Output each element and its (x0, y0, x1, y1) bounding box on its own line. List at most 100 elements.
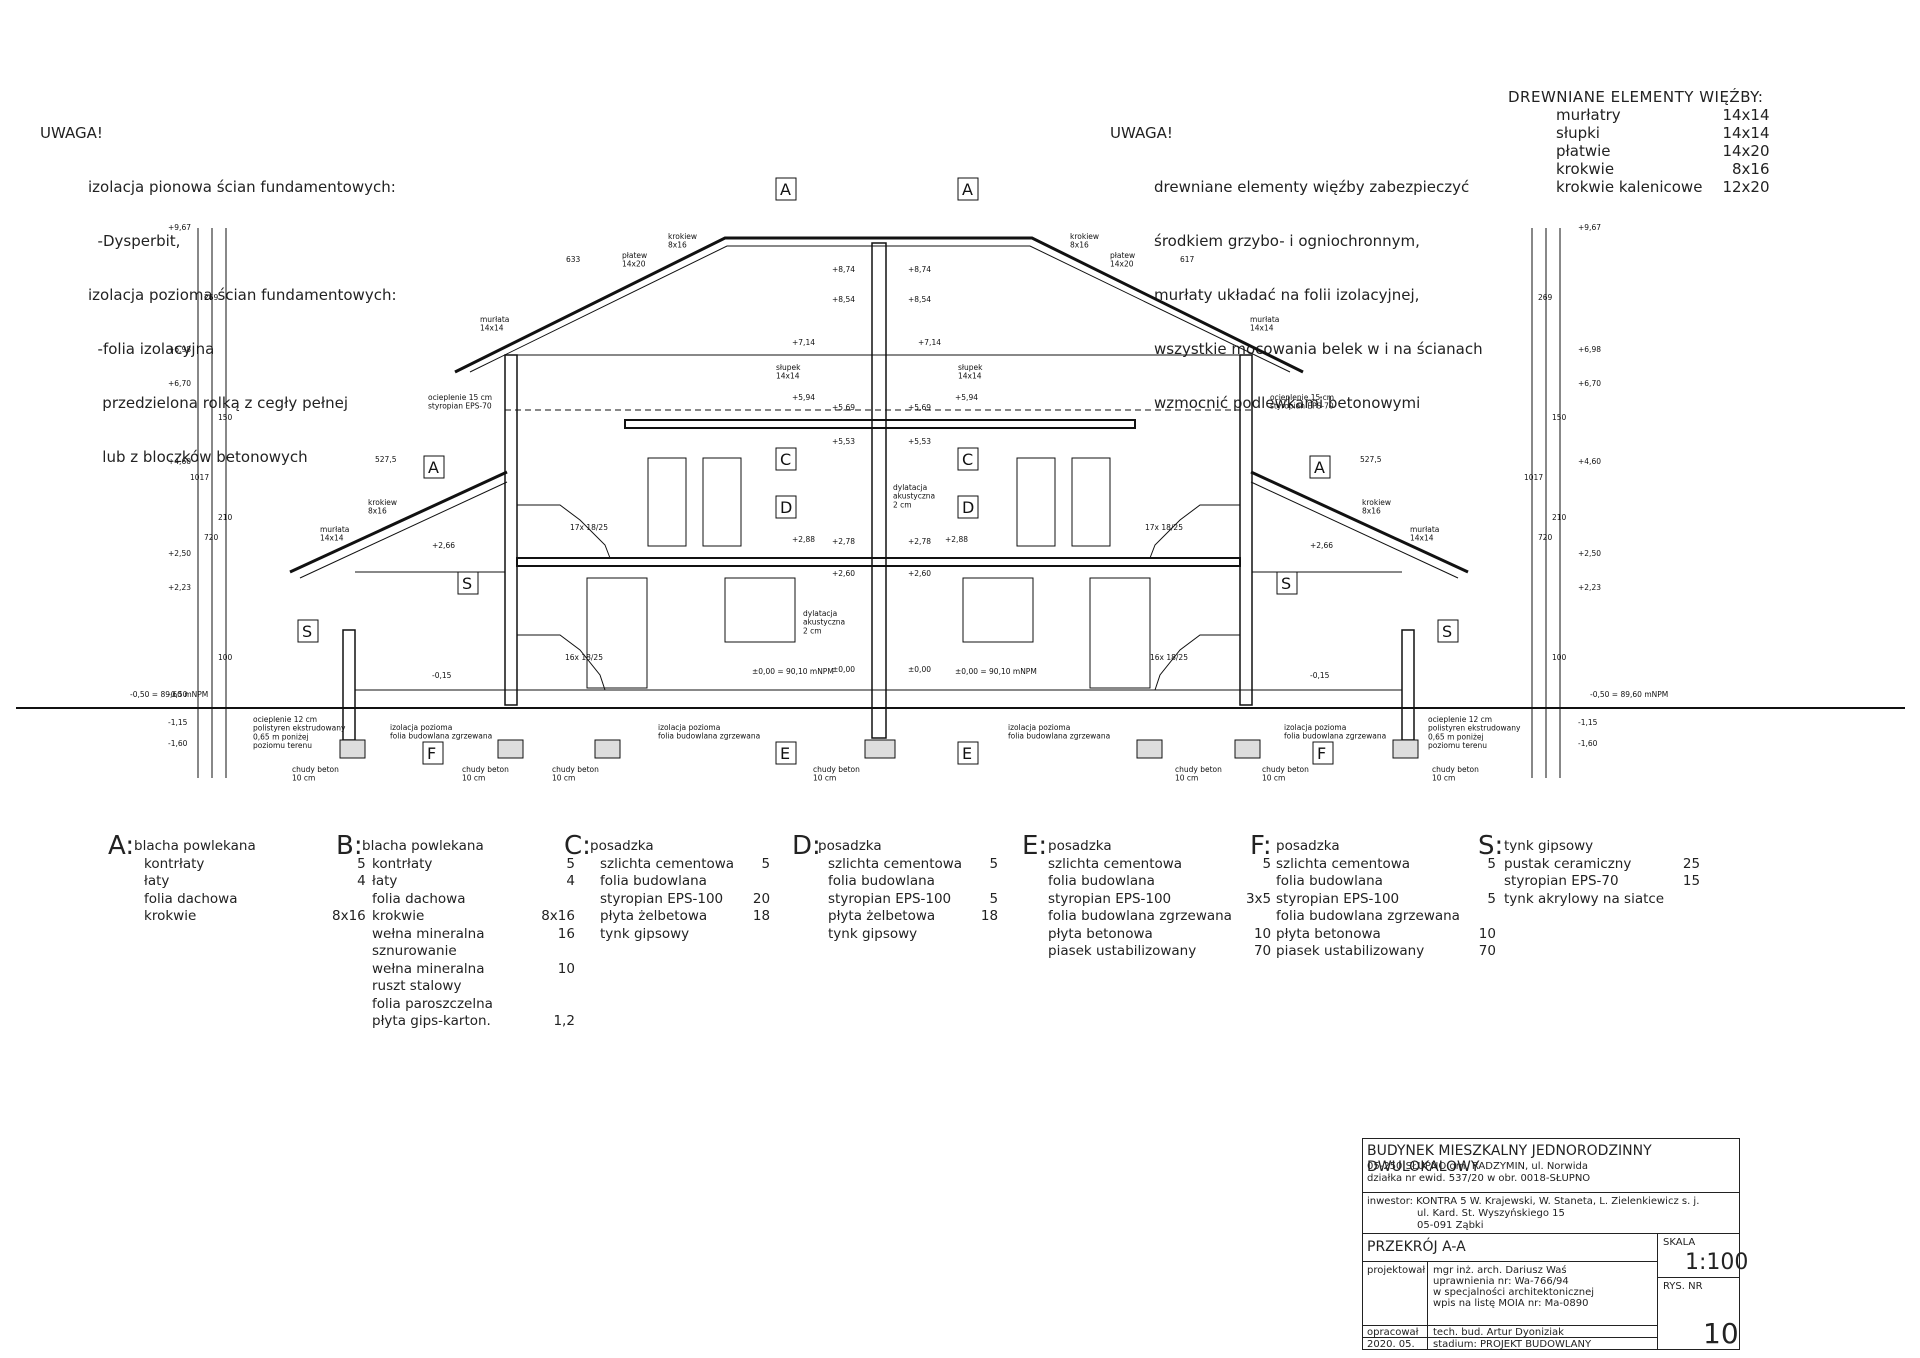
level-mark: +4,60 (168, 457, 191, 466)
section-marker: C (957, 447, 979, 471)
note-left-title: UWAGA! (40, 124, 103, 142)
legend-name: posadzka (1276, 838, 1340, 854)
timber-size: 8x16 (1731, 160, 1770, 178)
project-title: BUDYNEK MIESZKALNY JEDNORODZINNY DWULOKA… (1367, 1143, 1652, 1175)
level-mark: +7,14 (792, 338, 815, 347)
legend-row: tynk akrylowy na siatce (1504, 891, 1700, 909)
section-marker-label: E (962, 744, 972, 763)
legend-name: folia budowlana (828, 873, 935, 889)
label-level-zero: ±0,00 = 90,10 mNPM (752, 667, 834, 676)
legend-name: szlichta cementowa (1048, 855, 1183, 872)
level-mark: -1,60 (1578, 739, 1598, 748)
legend-name: posadzka (1048, 838, 1112, 854)
designer-license: uprawnienia nr: Wa-766/94 (1433, 1276, 1569, 1287)
legend-value: 5 (761, 855, 771, 872)
investor-name: inwestor: KONTRA 5 W. Krajewski, W. Stan… (1367, 1196, 1700, 1207)
title-block-divider (1427, 1261, 1428, 1349)
section-marker-label: S (302, 622, 312, 641)
note-left-line: -Dysperbit, (88, 232, 181, 250)
dimension-label: 527,5 (1360, 455, 1382, 464)
level-mark: +8,54 (908, 295, 931, 304)
dimension-label: 210 (218, 513, 233, 522)
legend-value: 5 (989, 855, 999, 872)
level-mark: +2,66 (1310, 541, 1333, 550)
note-right-line: murłaty układać na folii izolacyjnej, (1154, 286, 1420, 304)
legend-name: posadzka (590, 838, 654, 854)
designer-registry: wpis na listę MOIA nr: Ma-0890 (1433, 1298, 1589, 1309)
legend-value: 10 (1253, 925, 1272, 942)
legend-key: C: (564, 831, 591, 861)
legend-value: 10 (557, 960, 575, 977)
dimension-label: 720 (204, 533, 219, 542)
legend-key: E: (1022, 831, 1048, 861)
legend-key: A: (108, 831, 135, 861)
sheet-number: 10 (1703, 1317, 1739, 1350)
legend-row: tynk gipsowy (590, 926, 770, 944)
stage-value: stadium: PROJEKT BUDOWLANY (1433, 1339, 1592, 1350)
level-mark: +8,54 (832, 295, 855, 304)
legend-name: łaty (144, 873, 170, 889)
dimension-label: 269 (204, 293, 219, 302)
note-left-line: lub z bloczków betonowych (88, 448, 308, 466)
legend-name: ruszt stalowy (372, 978, 462, 994)
note-right-line: drewniane elementy więźby zabezpieczyć (1154, 178, 1470, 196)
note-right-line: wszystkie mocowania belek w i na ścianac… (1154, 340, 1483, 358)
legend-row: folia dachowa (362, 891, 575, 909)
legend-row: folia paroszczelna (362, 996, 575, 1014)
legend-name: wełna mineralna (372, 960, 485, 977)
level-mark: +4,60 (1578, 457, 1601, 466)
legend-value: 8x16 (331, 908, 366, 924)
section-marker: A (775, 177, 797, 201)
level-mark: -1,15 (1578, 718, 1598, 727)
level-mark: +5,69 (908, 403, 931, 412)
legend-row: blacha powlekana (134, 838, 366, 856)
level-mark: +2,23 (1578, 583, 1601, 592)
legend-row: tynk gipsowy (818, 926, 998, 944)
legend-key: B: (336, 831, 363, 861)
drawing-title: PRZEKRÓJ A-A (1367, 1239, 1466, 1255)
section-marker: D (957, 495, 979, 519)
note-left-line: -folia izolacyjna (88, 340, 215, 358)
level-mark: +2,78 (832, 537, 855, 546)
legend-key: S: (1478, 831, 1504, 861)
legend-name: folia budowlana zgrzewana (1276, 908, 1460, 924)
label-stairs: 17x 18/25 (1145, 523, 1183, 532)
level-mark: +2,88 (945, 535, 968, 544)
legend-value (1664, 838, 1700, 856)
legend-value: 18 (980, 908, 999, 924)
section-marker: E (775, 741, 797, 765)
section-marker-label: D (962, 498, 974, 517)
legend-row: posadzka (1276, 838, 1496, 856)
legend-name: płyta betonowa (1048, 925, 1153, 942)
timber-size: 14x14 (1722, 106, 1770, 124)
section-marker-label: C (780, 450, 791, 469)
section-marker: S (297, 619, 319, 643)
section-marker: D (775, 495, 797, 519)
level-mark: +8,74 (908, 265, 931, 274)
section-marker-label: A (962, 180, 973, 199)
